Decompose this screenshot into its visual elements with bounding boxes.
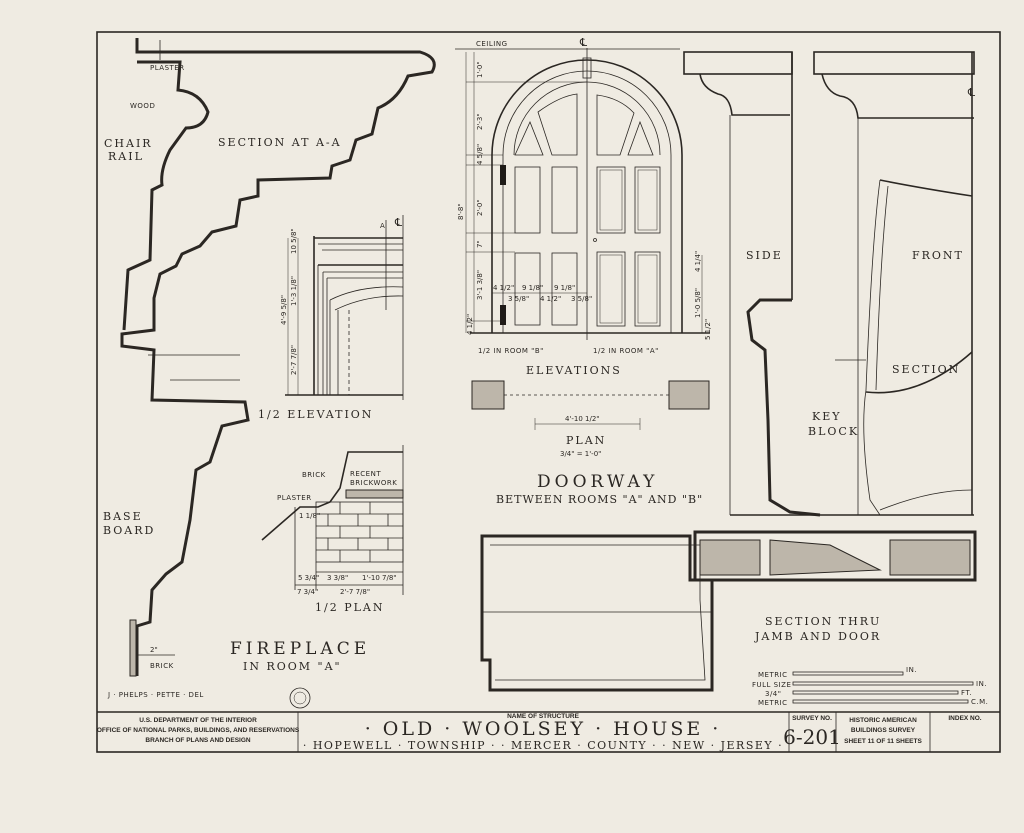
label-block: BLOCK	[808, 425, 859, 438]
label-front: FRONT	[912, 249, 964, 262]
elevations-title: ELEVATIONS	[526, 364, 622, 377]
dim: 8'-8"	[457, 203, 465, 220]
label-base: BASE	[103, 510, 143, 523]
dim: 2'-7 7/8"	[290, 345, 298, 375]
label-brickwork: BRICKWORK	[350, 479, 397, 487]
fireplace-subtitle: IN ROOM "A"	[243, 660, 342, 673]
dim: 4'-9 5/8"	[280, 295, 288, 325]
label-section: SECTION	[892, 363, 960, 376]
agency-line-2: OFFICE OF NATIONAL PARKS, BUILDINGS, AND…	[97, 727, 300, 734]
scale-label: 3/4"	[765, 690, 782, 698]
index-label: INDEX NO.	[948, 715, 981, 722]
dim: 3 3/8"	[327, 574, 348, 582]
section-mark-a: A	[380, 222, 385, 230]
dim: 4 1/2"	[540, 295, 561, 303]
dim: 1 1/8"	[299, 512, 320, 520]
survey-number: 6-201	[783, 725, 841, 749]
sheet-number: SHEET 11 OF 11 SHEETS	[844, 738, 922, 745]
label-recent: RECENT	[350, 470, 381, 478]
label-wood: WOOD	[130, 102, 155, 110]
jamb-section-title: SECTION THRU	[765, 615, 881, 628]
plan-title: PLAN	[566, 434, 606, 447]
doorway-title: DOORWAY	[537, 472, 658, 492]
half-plan-title: 1/2 PLAN	[315, 601, 384, 614]
label-plaster: PLASTER	[150, 64, 185, 72]
dim: 3 5/8"	[571, 295, 592, 303]
dim: 4 1/2"	[466, 314, 474, 335]
dim: 9 1/8"	[554, 284, 575, 292]
hinge-icon	[500, 165, 506, 185]
agency-line-1: U.S. DEPARTMENT OF THE INTERIOR	[139, 717, 257, 724]
keyblock-details	[683, 51, 975, 517]
label-side: SIDE	[746, 249, 783, 262]
name-label: NAME OF STRUCTURE	[507, 713, 580, 720]
structure-name: · OLD · WOOLSEY · HOUSE ·	[365, 718, 722, 740]
jamb-door-section	[480, 530, 977, 692]
centerline-mark: ℄	[394, 216, 404, 229]
habs-line-1: HISTORIC AMERICAN	[849, 717, 917, 724]
half-elevation-title: 1/2 ELEVATION	[258, 408, 373, 421]
survey-label: SURVEY NO.	[792, 715, 832, 722]
scale-label: FULL SIZE	[752, 681, 791, 689]
doorway-centerline: ℄	[579, 36, 589, 49]
dim: 2'-3"	[476, 113, 484, 130]
dim: 10 5/8"	[290, 228, 298, 254]
dim: 2'-0"	[476, 199, 484, 216]
label-board: BOARD	[103, 524, 155, 537]
dim: 1'-0 5/8"	[694, 288, 702, 318]
dim: 2'-7 7/8"	[340, 588, 370, 596]
scale-unit: FT.	[961, 689, 972, 697]
doorway-subtitle: BETWEEN ROOMS "A" AND "B"	[496, 493, 703, 506]
dim: 9 1/8"	[522, 284, 543, 292]
label-ceiling: CEILING	[476, 40, 508, 48]
scale-label: METRIC	[758, 699, 788, 707]
dim: 1'-10 7/8"	[362, 574, 397, 582]
dim: 4 5/8"	[476, 144, 484, 165]
dim: 7"	[476, 240, 484, 248]
fireplace-half-plan	[261, 445, 404, 595]
scale-unit: C.M.	[971, 698, 988, 706]
scale-label: METRIC	[758, 671, 788, 679]
dim: 1'-0"	[476, 61, 484, 78]
dim: 3'-1 3/8"	[476, 270, 484, 300]
dim: 5 3/4"	[298, 574, 319, 582]
label-plaster-plan: PLASTER	[277, 494, 312, 502]
hinge-icon	[500, 305, 506, 325]
delineator-credit: J · PHELPS · PETTE · DEL	[107, 691, 204, 699]
seal-icon	[289, 687, 311, 709]
scale-unit: IN.	[906, 666, 917, 674]
fireplace-half-elevation	[285, 215, 404, 400]
dim: 7 3/4"	[297, 588, 318, 596]
title-block-lines	[297, 712, 931, 752]
label-chair: CHAIR	[104, 137, 153, 150]
label-key: KEY	[812, 410, 842, 423]
graphic-scales	[792, 671, 974, 704]
fireplace-title: FIREPLACE	[230, 639, 370, 659]
sheet-border	[96, 31, 1001, 753]
jamb-section-subtitle: JAMB AND DOOR	[754, 630, 881, 643]
dim: 1'-3 1/8"	[290, 276, 298, 306]
dim: 5 1/2"	[704, 319, 712, 340]
fireplace-section-profile	[120, 38, 436, 677]
habs-line-2: BUILDINGS SURVEY	[851, 727, 916, 734]
label-brick-plan: BRICK	[302, 471, 326, 479]
doorway-elevation	[455, 48, 710, 340]
plan-scale: 3/4" = 1'-0"	[560, 450, 601, 458]
keyblock-centerline: ℄	[967, 86, 977, 99]
label-brick: BRICK	[150, 662, 174, 670]
label-half-room-b: 1/2 IN ROOM "B"	[478, 347, 544, 355]
agency-line-3: BRANCH OF PLANS AND DESIGN	[145, 737, 251, 744]
dim: 4 1/2"	[493, 284, 514, 292]
scale-unit: IN.	[976, 680, 987, 688]
label-rail: RAIL	[108, 150, 144, 163]
dim: 4 1/4"	[694, 251, 702, 272]
dim: 4'-10 1/2"	[565, 415, 600, 423]
section-aa-title: SECTION AT A-A	[218, 136, 342, 149]
dim-2in: 2"	[150, 646, 158, 654]
dim: 3 5/8"	[508, 295, 529, 303]
doorway-plan	[471, 380, 710, 430]
structure-location: · HOPEWELL · TOWNSHIP · · MERCER · COUNT…	[303, 739, 783, 752]
label-half-room-a: 1/2 IN ROOM "A"	[593, 347, 659, 355]
